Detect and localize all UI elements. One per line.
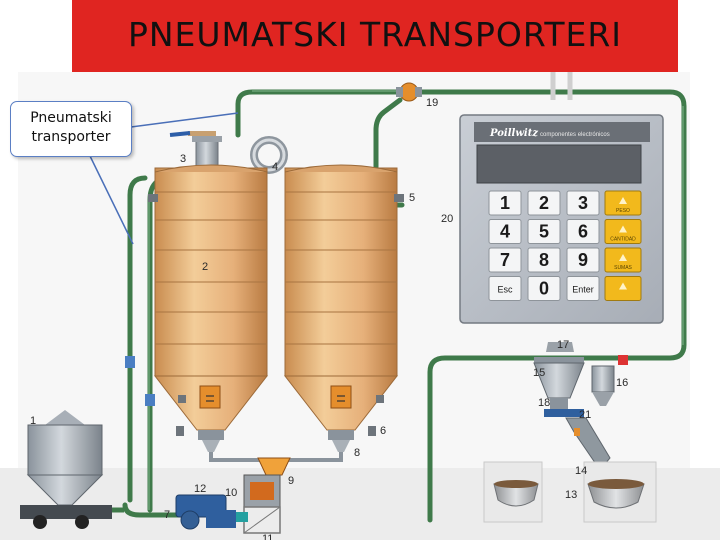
label-12: 12 — [194, 483, 206, 495]
callout-pointers — [89, 112, 239, 245]
label-2: 2 — [202, 261, 208, 273]
label-18: 18 — [538, 397, 550, 409]
level-sensors — [148, 194, 404, 436]
key-enter[interactable] — [566, 276, 600, 301]
callout-text: Pneumatski transporter — [30, 110, 112, 145]
pneumatic-transport-diagram: Poillwitz componentes electrónicos 12345… — [0, 72, 720, 540]
key-5[interactable] — [527, 219, 561, 244]
bulk-feed-tank — [20, 410, 124, 529]
key-4[interactable] — [488, 219, 522, 244]
pipe-return-left — [127, 175, 148, 503]
label-21: 21 — [579, 409, 591, 421]
silo-right — [283, 164, 399, 452]
slide-title-text: PNEUMATSKI TRANSPORTERI — [127, 14, 623, 54]
pipe-right-loop — [417, 89, 687, 523]
label-5: 5 — [409, 192, 415, 204]
function-key-label: CANTIDAD — [610, 237, 636, 243]
component-numbers: 1 2 3 4 5 6 7 8 9 10 11 12 13 14 15 16 1… — [30, 97, 628, 540]
panel-subtitle: componentes electrónicos — [540, 132, 610, 138]
background-ghost-pipes — [550, 72, 573, 100]
panel-display — [476, 144, 642, 184]
panel-brand: Poillwitz — [489, 128, 538, 139]
pipe-highlights — [148, 90, 684, 510]
key-3[interactable] — [566, 190, 600, 216]
label-19: 19 — [426, 97, 438, 109]
key-0[interactable] — [527, 276, 561, 301]
pipe-top-left — [235, 89, 403, 138]
function-key-icon — [619, 254, 627, 261]
key-label-1: 1 — [500, 193, 510, 213]
cyclone-separator — [250, 136, 288, 174]
label-9: 9 — [288, 475, 294, 487]
label-16: 16 — [616, 377, 628, 389]
key-label-3: 3 — [578, 193, 588, 213]
info-icon — [619, 282, 627, 290]
key-6[interactable] — [566, 219, 600, 244]
key-label-9: 9 — [578, 250, 588, 270]
key-label-2: 2 — [539, 193, 549, 213]
key-esc[interactable] — [488, 276, 522, 301]
key-label-5: 5 — [539, 222, 549, 242]
label-4: 4 — [272, 161, 278, 173]
key-2[interactable] — [527, 190, 561, 216]
dosing-hopper — [533, 342, 628, 417]
pipe-bottom — [122, 502, 238, 518]
label-20: 20 — [441, 213, 453, 225]
label-1: 1 — [30, 415, 36, 427]
key-label-8: 8 — [539, 250, 549, 270]
key-7[interactable] — [488, 247, 522, 273]
key-label-4: 4 — [500, 222, 510, 242]
collector-hopper — [209, 452, 343, 534]
key-label-6: 6 — [578, 222, 588, 242]
label-10: 10 — [225, 487, 237, 499]
key-label-7: 7 — [500, 250, 510, 270]
top-filter — [169, 131, 222, 171]
label-13: 13 — [565, 489, 577, 501]
label-15: 15 — [533, 367, 545, 379]
label-3: 3 — [180, 153, 186, 165]
label-6: 6 — [380, 425, 386, 437]
function-key-icon — [619, 197, 627, 204]
blue-couplings — [125, 356, 155, 406]
key-1[interactable] — [488, 190, 522, 216]
blower-unit — [175, 494, 248, 530]
key-8[interactable] — [527, 247, 561, 273]
function-key-icon — [619, 225, 627, 233]
silo-left — [153, 164, 269, 452]
label-14: 14 — [575, 465, 587, 477]
label-11: 11 — [262, 533, 273, 540]
key-label-esc: Esc — [497, 285, 513, 295]
function-key-label: PESO — [616, 208, 630, 214]
label-8: 8 — [354, 447, 360, 459]
kneading-bowls — [483, 461, 657, 523]
function-key-label: SUMAS — [614, 265, 632, 271]
key-label-0: 0 — [539, 279, 549, 299]
label-7: 7 — [164, 509, 170, 521]
key-9[interactable] — [566, 247, 600, 273]
callout-pneumatic-transporter: Pneumatski transporter — [10, 101, 132, 157]
key-label-enter: Enter — [572, 285, 594, 295]
label-17: 17 — [557, 339, 569, 351]
top-rotary-valve — [396, 82, 422, 102]
slide-title: PNEUMATSKI TRANSPORTERI — [72, 0, 678, 72]
